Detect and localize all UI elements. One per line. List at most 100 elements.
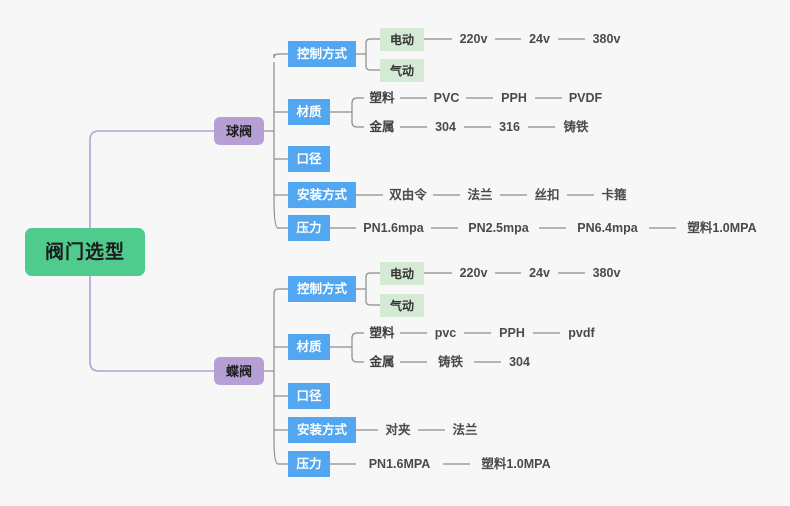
option-node-label: 电动: [389, 32, 414, 47]
leaf-node-label: PVC: [433, 91, 460, 106]
leaf-node-label: 24v: [529, 32, 550, 47]
leaf-node-ball-plastic-pvc[interactable]: PVC: [427, 89, 466, 108]
leaf-node-label: 卡箍: [601, 188, 627, 203]
root-node-label: 阀门选型: [44, 241, 125, 263]
leaf-node-ball-metal-316[interactable]: 316: [491, 118, 528, 137]
leaf-node-label: 380v: [592, 266, 621, 281]
leaf-node-label: 24v: [529, 266, 550, 281]
category-node-butterfly-pressure[interactable]: 压力: [288, 451, 330, 477]
leaf-node-butterfly-electric-220v[interactable]: 220v: [452, 264, 495, 283]
option-node-butterfly-electric[interactable]: 电动: [380, 262, 424, 285]
category-node-ball-installation[interactable]: 安装方式: [288, 182, 356, 208]
leaf-node-label: 塑料1.0MPA: [481, 457, 551, 472]
leaf-node-label: PPH: [501, 91, 527, 106]
leaf-node-ball-install-thread[interactable]: 丝扣: [527, 186, 567, 205]
branch-node-butterfly-valve[interactable]: 蝶阀: [214, 357, 264, 385]
leaf-node-butterfly-electric-24v[interactable]: 24v: [521, 264, 558, 283]
leaf-node-label: 双由令: [389, 188, 427, 203]
leaf-node-butterfly-install-wafer[interactable]: 对夹: [378, 421, 418, 440]
category-node-ball-material[interactable]: 材质: [288, 99, 330, 125]
category-node-label: 控制方式: [297, 281, 348, 296]
leaf-node-label: 铸铁: [437, 355, 463, 370]
category-node-butterfly-diameter[interactable]: 口径: [288, 383, 330, 409]
category-node-label: 材质: [296, 104, 322, 119]
leaf-node-ball-electric-24v[interactable]: 24v: [521, 30, 558, 49]
leaf-node-label: 铸铁: [563, 120, 589, 135]
leaf-node-ball-metal-cast-iron[interactable]: 铸铁: [555, 118, 597, 137]
leaf-node-label: PPH: [499, 326, 525, 341]
category-node-butterfly-material[interactable]: 材质: [288, 334, 330, 360]
leaf-node-butterfly-electric-380v[interactable]: 380v: [585, 264, 628, 283]
leaf-node-ball-plastic-pph[interactable]: PPH: [493, 89, 535, 108]
leaf-node-butterfly-pressure-plastic-10mpa[interactable]: 塑料1.0MPA: [470, 455, 562, 474]
category-node-label: 口径: [296, 151, 322, 166]
branch-node-label: 蝶阀: [226, 363, 253, 379]
leaf-node-ball-pressure-pn16[interactable]: PN1.6mpa: [356, 219, 431, 238]
option-node-ball-electric[interactable]: 电动: [380, 28, 424, 51]
category-node-ball-control-method[interactable]: 控制方式: [288, 41, 356, 67]
option-node-ball-pneumatic[interactable]: 气动: [380, 59, 424, 82]
leaf-node-butterfly-install-flange[interactable]: 法兰: [445, 421, 485, 440]
subnode-butterfly-material-plastic[interactable]: 塑料: [364, 324, 400, 343]
subnode-label: 塑料: [369, 326, 395, 341]
category-node-label: 压力: [296, 220, 322, 235]
category-node-label: 压力: [296, 456, 322, 471]
leaf-node-label: 塑料1.0MPA: [687, 221, 757, 236]
subnode-label: 金属: [369, 355, 395, 370]
leaf-node-ball-install-flange[interactable]: 法兰: [460, 186, 500, 205]
option-node-label: 气动: [389, 63, 414, 78]
category-node-label: 安装方式: [297, 422, 348, 437]
category-node-label: 控制方式: [297, 46, 348, 61]
leaf-node-butterfly-pressure-pn16[interactable]: PN1.6MPA: [356, 455, 443, 474]
leaf-node-label: 丝扣: [534, 188, 560, 203]
leaf-node-label: pvc: [434, 326, 457, 341]
category-node-label: 安装方式: [297, 187, 348, 202]
leaf-node-label: 220v: [459, 266, 488, 281]
leaf-node-ball-install-double-union[interactable]: 双由令: [383, 186, 433, 205]
leaf-node-ball-pressure-pn64[interactable]: PN6.4mpa: [566, 219, 649, 238]
leaf-node-label: 对夹: [385, 423, 411, 438]
leaf-node-ball-pressure-pn25[interactable]: PN2.5mpa: [458, 219, 539, 238]
option-node-label: 气动: [389, 298, 414, 313]
leaf-node-label: 220v: [459, 32, 488, 47]
leaf-node-label: 316: [499, 120, 520, 135]
branch-node-ball-valve[interactable]: 球阀: [214, 117, 264, 145]
leaf-node-label: 法兰: [452, 423, 478, 438]
leaf-node-butterfly-metal-304[interactable]: 304: [501, 353, 538, 372]
leaf-node-ball-plastic-pvdf[interactable]: PVDF: [562, 89, 609, 108]
leaf-node-label: 380v: [592, 32, 621, 47]
subnode-ball-material-metal[interactable]: 金属: [364, 118, 400, 137]
leaf-node-ball-install-clamp[interactable]: 卡箍: [594, 186, 634, 205]
option-node-butterfly-pneumatic[interactable]: 气动: [380, 294, 424, 317]
subnode-ball-material-plastic[interactable]: 塑料: [364, 89, 400, 108]
leaf-node-ball-electric-220v[interactable]: 220v: [452, 30, 495, 49]
leaf-node-label: pvdf: [568, 326, 595, 341]
category-node-ball-pressure[interactable]: 压力: [288, 215, 330, 241]
option-node-label: 电动: [389, 266, 414, 281]
leaf-node-label: PN2.5mpa: [468, 221, 529, 236]
leaf-node-ball-metal-304[interactable]: 304: [427, 118, 464, 137]
root-node-valve-selection[interactable]: 阀门选型: [25, 228, 145, 276]
leaf-node-label: PN6.4mpa: [577, 221, 638, 236]
category-node-label: 材质: [296, 339, 322, 354]
leaf-node-butterfly-plastic-pvc[interactable]: pvc: [427, 324, 464, 343]
leaf-node-butterfly-plastic-pph[interactable]: PPH: [491, 324, 533, 343]
subnode-label: 金属: [369, 120, 395, 135]
leaf-node-butterfly-plastic-pvdf[interactable]: pvdf: [560, 324, 603, 343]
category-node-ball-diameter[interactable]: 口径: [288, 146, 330, 172]
category-node-label: 口径: [296, 388, 322, 403]
leaf-node-ball-electric-380v[interactable]: 380v: [585, 30, 628, 49]
leaf-node-ball-pressure-plastic-10mpa[interactable]: 塑料1.0MPA: [676, 219, 768, 238]
subnode-butterfly-material-metal[interactable]: 金属: [364, 353, 400, 372]
leaf-node-label: PN1.6MPA: [368, 457, 431, 472]
leaf-node-label: 法兰: [467, 188, 493, 203]
category-node-butterfly-control-method[interactable]: 控制方式: [288, 276, 356, 302]
category-node-butterfly-installation[interactable]: 安装方式: [288, 417, 356, 443]
subnode-label: 塑料: [369, 91, 395, 106]
leaf-node-label: 304: [435, 120, 456, 135]
leaf-node-label: PVDF: [568, 91, 603, 106]
leaf-node-label: PN1.6mpa: [363, 221, 424, 236]
leaf-node-butterfly-metal-cast-iron[interactable]: 铸铁: [427, 353, 474, 372]
leaf-node-label: 304: [509, 355, 530, 370]
